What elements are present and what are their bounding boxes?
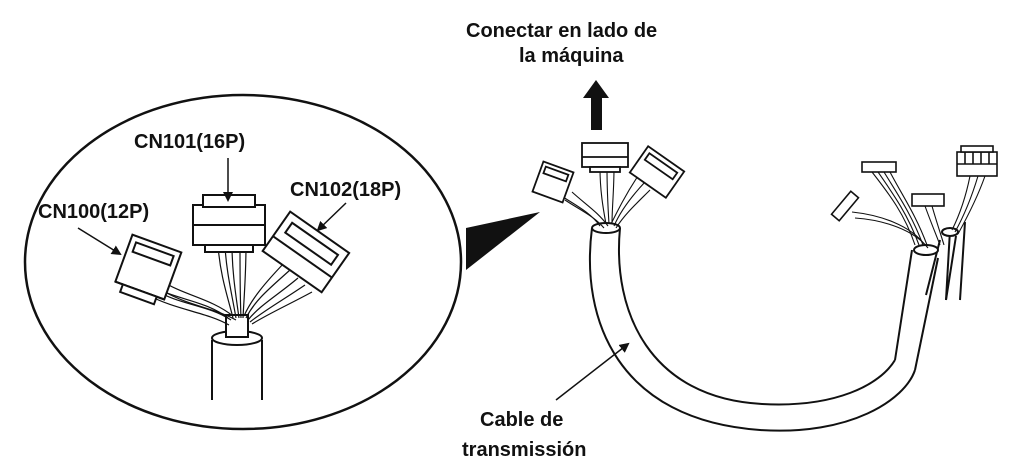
detail-callout: CN101(16P) CN100(12P) CN102(18P) [23,93,540,431]
detail-cable-trunk [211,314,263,400]
cable-label-line1: Cable de [480,409,563,431]
machine-direction-arrow [583,80,609,130]
cn101-connector [192,194,266,253]
cn100-label: CN100(12P) [38,201,149,223]
cable-label-line2: transmissión [462,439,586,461]
connect-machine-label-line1: Conectar en lado de [466,20,657,42]
cn100-connector [114,233,183,306]
cn102-pointer-arrow [316,202,347,232]
transmission-cable [588,221,966,432]
cable-sheath-inner [618,227,896,406]
machine-connector-right [628,145,686,199]
cn100-pointer-arrow [77,227,122,256]
cn102-connector [261,210,351,294]
machine-connector-middle [581,142,629,173]
cable-pointer-arrow [555,342,630,401]
magnifier-circle [23,93,463,431]
cn101-label: CN101(16P) [134,131,245,153]
cn102-label: CN102(18P) [290,179,401,201]
right-connector-large [956,145,998,177]
cable-sheath-outer [588,227,916,432]
right-connector-small-left [830,190,860,222]
right-wires [851,171,986,249]
right-connector-small-top [861,161,897,173]
right-connector-middle [911,193,945,207]
zoom-pointer [466,212,540,270]
connect-machine-label-line2: la máquina [519,45,624,67]
machine-connector-left [531,160,575,204]
